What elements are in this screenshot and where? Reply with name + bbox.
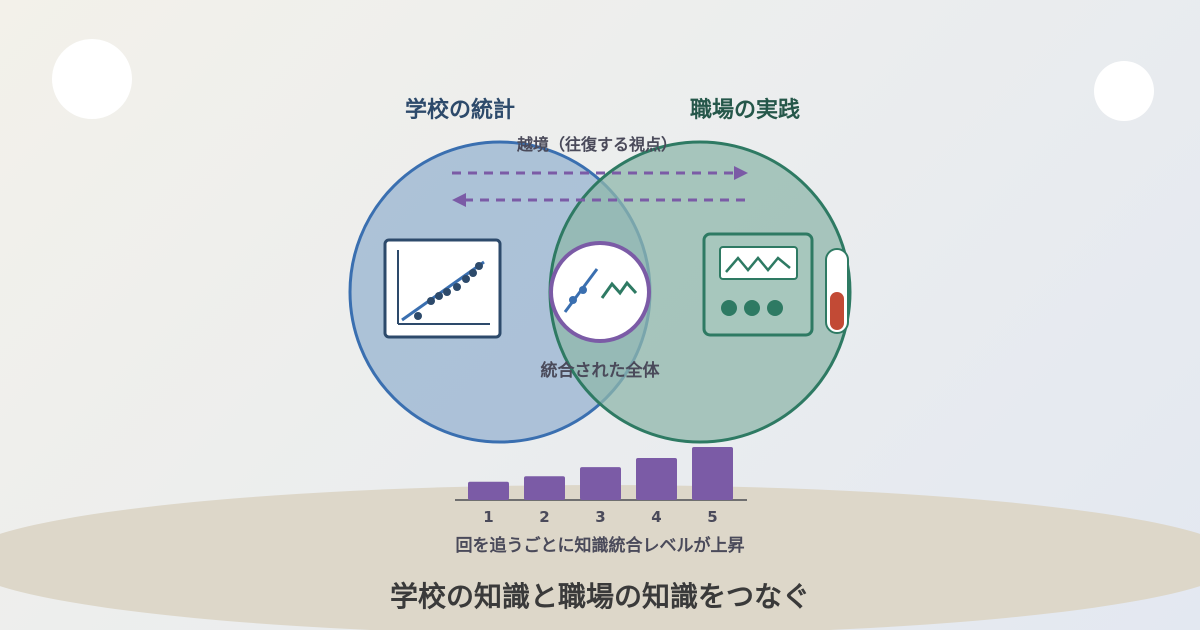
bar-tick-label-2: 2 [539,508,549,526]
bar-2 [524,476,565,500]
bar-tick-label-4: 4 [651,508,661,526]
bar-4 [636,457,677,500]
school-title: 学校の統計 [405,97,515,123]
bidirectional-arrows-icon [452,166,750,207]
decor-circle-left [52,39,132,119]
bar-tick-label-1: 1 [483,508,493,526]
bar-1 [468,481,509,500]
main-title: 学校の知識と職場の知識をつなぐ [390,580,810,613]
knowledge-integration-bar-chart: 1 2 3 4 5 [455,447,747,526]
bar-tick-label-3: 3 [595,508,605,526]
bar-3 [580,467,621,500]
monitor-panel-icon [702,232,814,337]
ground-ellipse [0,485,1200,630]
decor-circle-right [1094,61,1154,121]
scatter-chart-icon [383,238,502,339]
crossing-label: 越境（往復する視点） [516,135,677,154]
integrated-label: 統合された全体 [541,360,661,381]
bar-5 [692,447,733,500]
work-title: 職場の実践 [690,97,800,123]
bar-tick-label-5: 5 [707,508,717,526]
bar-caption: 回を追うごとに知識統合レベルが上昇 [456,535,745,556]
thermometer-icon [825,248,849,334]
integrated-graph-icon [549,241,651,343]
